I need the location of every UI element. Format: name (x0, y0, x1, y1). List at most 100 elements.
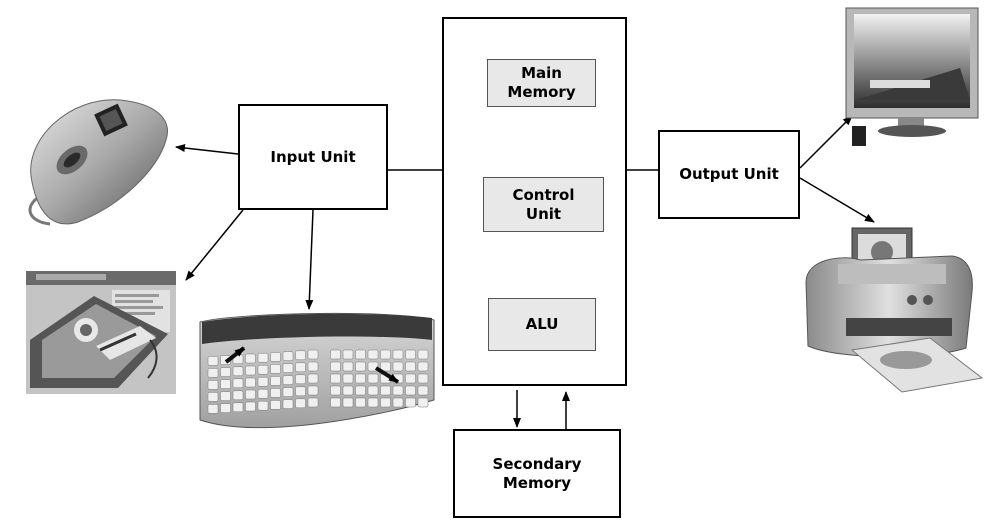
mouse-image (28, 99, 168, 226)
keyboard-key (367, 373, 379, 384)
keyboard-key (245, 353, 256, 364)
keyboard-key (245, 389, 256, 400)
keyboard-key (220, 367, 231, 377)
arrow-to-keyboard (305, 209, 314, 310)
keyboard-key (367, 349, 379, 360)
keyboard-key (257, 352, 269, 363)
arrow-to-monitor (799, 115, 853, 169)
keyboard-key (330, 397, 341, 408)
input-unit-box: Input Unit (238, 104, 388, 210)
keyboard-key (270, 400, 281, 410)
keyboard-key (307, 361, 319, 372)
keyboard-key (220, 379, 231, 389)
keyboard-key (245, 377, 256, 388)
arrow-to-mouse (175, 144, 239, 155)
keyboard-key (245, 401, 256, 412)
keyboard-key (367, 361, 379, 372)
keyboard-key (342, 361, 354, 372)
keyboard-key (380, 361, 391, 372)
keyboard-key (207, 380, 219, 390)
keyboard-key (405, 397, 416, 408)
keyboard-key (207, 404, 219, 414)
keyboard-key (232, 366, 244, 377)
keyboard-key (355, 361, 366, 372)
keyboard-key (330, 385, 341, 396)
keyboard-key (257, 364, 269, 375)
printer-image (805, 227, 984, 393)
control-unit-label: Control Unit (512, 185, 575, 223)
keyboard-key (405, 349, 416, 360)
keyboard-image (199, 312, 435, 429)
keyboard-key (257, 400, 269, 411)
keyboard-key (295, 398, 306, 409)
keyboard-key (295, 374, 306, 385)
keyboard-key (257, 376, 269, 387)
output-unit-label: Output Unit (679, 165, 779, 183)
keyboard-key (367, 385, 379, 396)
keyboard-key (270, 352, 281, 362)
keyboard-key (295, 386, 306, 397)
keyboard-key (282, 375, 294, 385)
keyboard-key (307, 349, 319, 360)
keyboard-key (307, 373, 319, 384)
keyboard-key (342, 397, 354, 408)
arrow-to-tablet (185, 209, 244, 281)
keyboard-key (380, 349, 391, 360)
keyboard-key (282, 399, 294, 409)
keyboard-key (257, 388, 269, 399)
keyboard-key (245, 365, 256, 376)
keyboard-key (355, 373, 366, 384)
keyboard-key (220, 403, 231, 413)
keyboard-key (330, 373, 341, 384)
keyboard-key (380, 385, 391, 396)
keyboard-key (392, 385, 404, 396)
output-unit-box: Output Unit (658, 130, 800, 219)
alu-label: ALU (525, 315, 559, 333)
keyboard-key (417, 373, 429, 384)
alu-box: ALU (488, 298, 596, 351)
keyboard-key (405, 385, 416, 396)
keyboard-key (282, 387, 294, 397)
keyboard-key (307, 397, 319, 408)
keyboard-key (282, 351, 294, 361)
keyboard-key (207, 368, 219, 378)
keyboard-key (392, 397, 404, 408)
keyboard-key (355, 397, 366, 408)
keyboard-key (220, 391, 231, 401)
keyboard-key (270, 364, 281, 374)
monitor-image (845, 7, 979, 146)
keyboard-key (405, 373, 416, 384)
keyboard-key (295, 350, 306, 361)
keyboard-key (207, 356, 219, 366)
keyboard-key (417, 349, 429, 360)
main-memory-label: Main Memory (507, 64, 576, 101)
keyboard-key (342, 373, 354, 384)
keyboard-key (380, 397, 391, 408)
keyboard-key (307, 385, 319, 396)
keyboard-key (295, 362, 306, 373)
keyboard-key (367, 397, 379, 408)
keyboard-key (417, 361, 429, 372)
keyboard-key (355, 385, 366, 396)
keyboard-key (207, 392, 219, 402)
main-memory-box: Main Memory (487, 59, 596, 107)
keyboard-key (330, 349, 341, 360)
keyboard-key (342, 385, 354, 396)
keyboard-key (330, 361, 341, 372)
input-unit-label: Input Unit (270, 147, 356, 166)
arrow-to-printer (799, 177, 875, 223)
keyboard-key (392, 361, 404, 372)
keyboard-key (270, 388, 281, 398)
keyboard-key (417, 397, 429, 408)
keyboard-key (355, 349, 366, 360)
keyboard-key (232, 402, 244, 413)
secondary-memory-box: Secondary Memory (453, 429, 621, 518)
keyboard-key (405, 361, 416, 372)
keyboard-key (342, 349, 354, 360)
keyboard-key (232, 390, 244, 401)
keyboard-key (270, 376, 281, 386)
keyboard-key (232, 378, 244, 389)
drawing-tablet-image (26, 271, 176, 394)
control-unit-box: Control Unit (483, 177, 604, 232)
